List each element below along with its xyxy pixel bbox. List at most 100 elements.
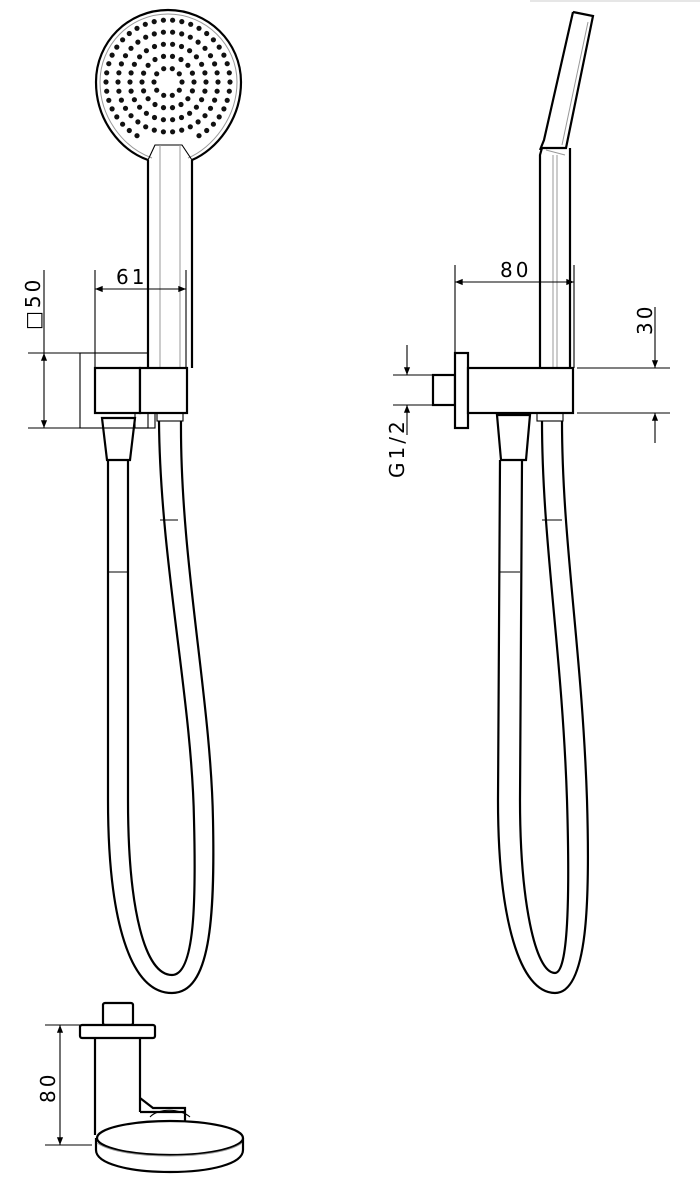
spray-hole: [204, 127, 210, 134]
spray-hole: [226, 88, 232, 94]
spray-hole: [152, 56, 158, 63]
spray-hole: [178, 56, 184, 63]
spray-hole: [195, 39, 201, 45]
spray-hole: [179, 79, 185, 85]
shower-head-side: [538, 10, 595, 368]
spray-hole: [187, 124, 193, 130]
top-view: 80: [36, 1001, 245, 1174]
dimension-label-80: 80: [500, 258, 531, 282]
spray-hole: [161, 92, 167, 98]
spray-hole: [212, 97, 218, 103]
spray-hole: [202, 45, 208, 51]
spray-hole: [212, 61, 218, 67]
dimension-g12: G1/2: [385, 345, 433, 478]
spray-hole: [189, 88, 195, 94]
spray-hole: [120, 37, 126, 43]
dimension-square-50: □50: [21, 270, 80, 429]
spray-hole: [196, 25, 202, 31]
spray-hole: [137, 104, 143, 110]
spray-hole: [160, 29, 166, 35]
spray-hole: [128, 88, 134, 94]
spray-hole: [160, 53, 167, 60]
spray-hole: [204, 30, 210, 37]
hose-side: [495, 412, 590, 995]
spray-hole: [178, 101, 184, 108]
dimension-30: 30: [577, 304, 670, 443]
spray-hole: [151, 79, 157, 85]
spray-hole: [114, 114, 120, 120]
spray-hole: [160, 129, 166, 135]
spray-hole: [103, 79, 109, 85]
spray-hole: [170, 17, 176, 23]
hose-front: [100, 412, 215, 995]
spray-hole: [169, 53, 176, 60]
spray-hole: [151, 19, 157, 25]
spray-hole: [160, 17, 166, 23]
spray-hole: [160, 105, 167, 111]
spray-hole: [169, 105, 176, 111]
spray-hole: [199, 61, 205, 67]
spray-hole: [202, 113, 208, 119]
dimension-label-30: 30: [633, 304, 657, 335]
wall-bracket-front: [79, 352, 189, 429]
spray-hole: [193, 54, 199, 60]
spray-hole: [122, 53, 129, 59]
spray-hole: [116, 88, 122, 94]
spray-hole: [128, 113, 134, 119]
spray-hole: [161, 66, 167, 72]
spray-hole: [154, 71, 160, 77]
spray-hole: [214, 70, 220, 76]
spray-hole: [224, 61, 230, 67]
spray-hole: [216, 44, 222, 50]
spray-hole: [207, 105, 214, 111]
spray-hole: [115, 79, 121, 85]
spray-hole: [127, 79, 133, 85]
spray-hole: [191, 79, 197, 85]
spray-hole: [199, 97, 205, 103]
front-view: 61 □50: [21, 8, 243, 995]
dimension-61: 61: [94, 265, 187, 368]
spray-hole: [210, 37, 216, 43]
spray-hole: [137, 54, 143, 60]
spray-hole: [118, 97, 124, 103]
spray-hole: [221, 52, 227, 58]
dimension-80-side: 80: [454, 258, 575, 368]
spray-hole: [116, 70, 122, 76]
spray-hole: [128, 70, 134, 76]
spray-hole: [109, 106, 115, 112]
dimension-label-square-50: □50: [21, 277, 45, 330]
spray-hole: [151, 43, 158, 50]
spray-hole: [188, 21, 194, 27]
spray-hole: [135, 119, 141, 125]
spray-hole: [226, 70, 232, 76]
spray-hole: [210, 121, 216, 127]
spray-hole: [176, 71, 182, 77]
spray-hole: [185, 62, 191, 68]
spray-hole: [178, 114, 185, 121]
dimension-label-80-top: 80: [36, 1072, 60, 1103]
spray-hole: [202, 70, 208, 76]
spray-hole: [214, 88, 220, 94]
spray-hole: [145, 62, 151, 68]
spray-hole: [131, 97, 137, 103]
spray-hole: [193, 104, 199, 110]
spray-hole: [154, 87, 160, 93]
spray-hole: [142, 21, 148, 27]
spray-hole: [224, 97, 230, 103]
spray-hole: [215, 79, 221, 85]
spray-hole: [122, 105, 129, 111]
spray-hole: [187, 48, 193, 54]
spray-hole: [109, 52, 115, 58]
wall-bracket-side: [431, 351, 575, 430]
spray-hole: [143, 34, 149, 40]
spray-hole: [178, 43, 185, 50]
spray-hole: [143, 48, 149, 54]
spray-hole: [145, 96, 151, 102]
spray-hole: [152, 101, 158, 108]
spray-hole: [187, 34, 193, 40]
spray-hole: [160, 41, 166, 47]
spray-hole: [216, 114, 222, 120]
spray-hole: [118, 61, 124, 67]
